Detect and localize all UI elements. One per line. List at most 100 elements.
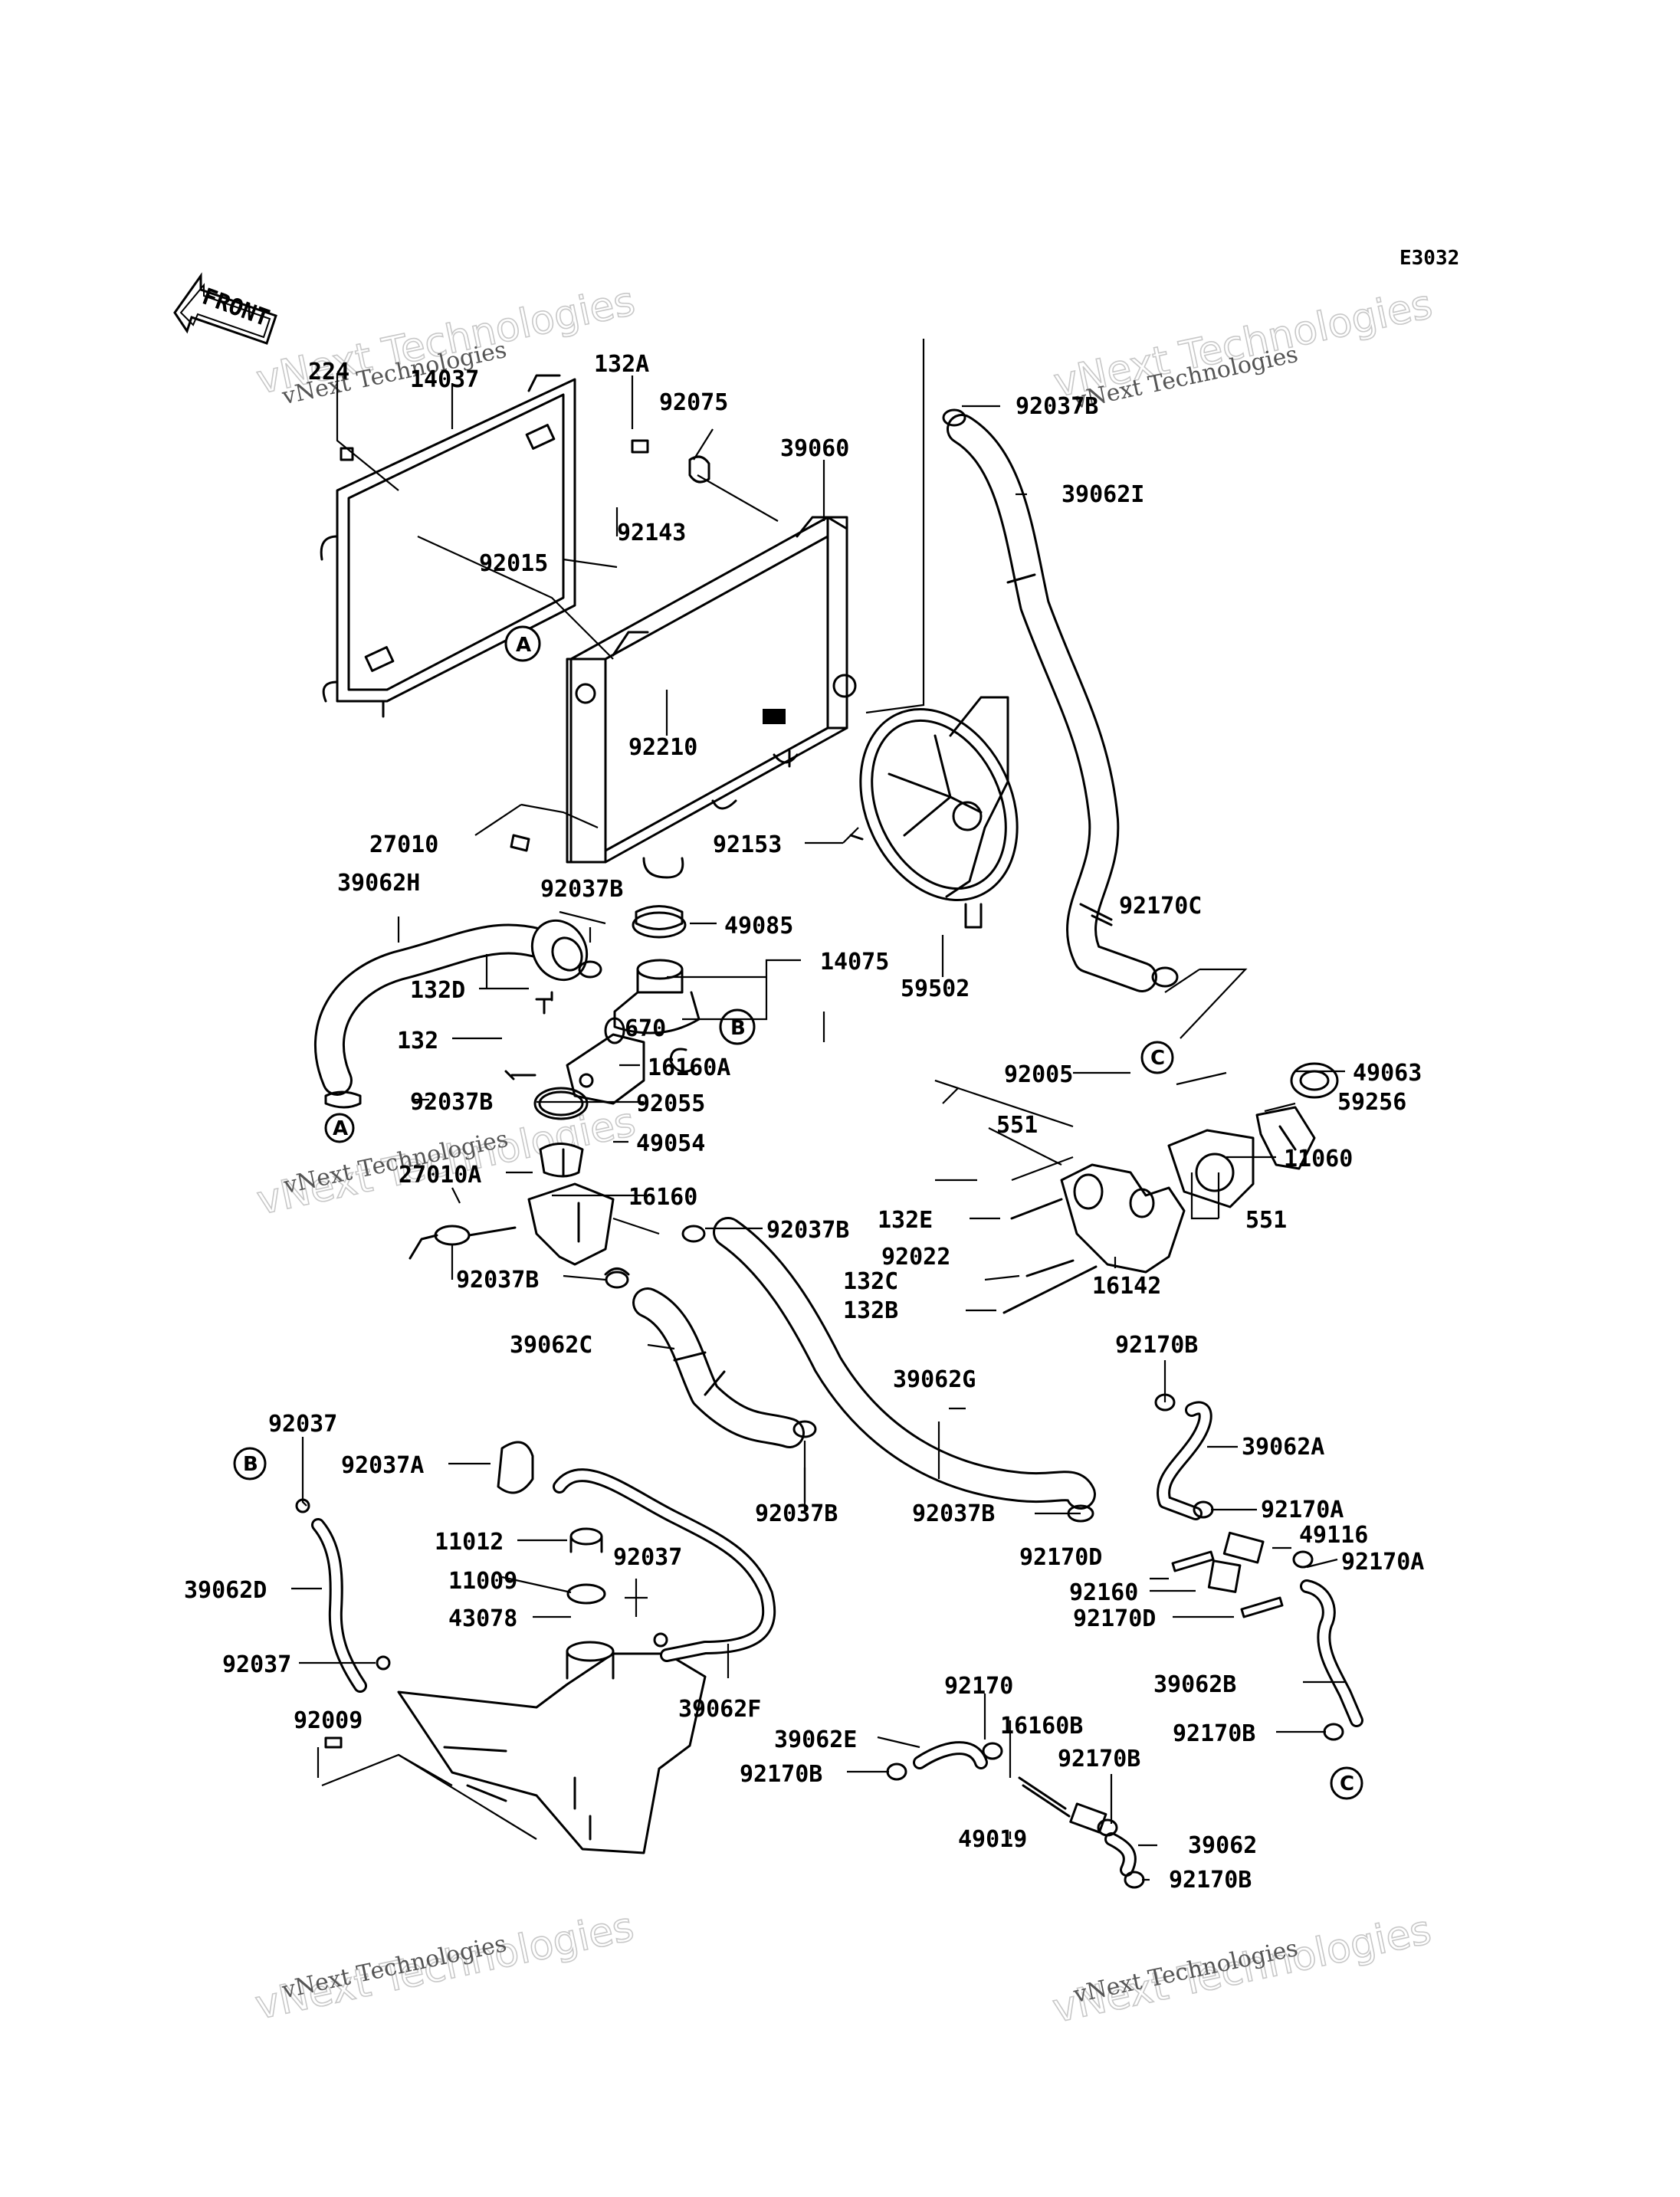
part-label: 132C bbox=[843, 1268, 898, 1295]
part-label: 49054 bbox=[636, 1130, 705, 1157]
part-label: 92037B bbox=[1016, 393, 1098, 420]
cooling-fan bbox=[859, 696, 1019, 929]
part-label: 92075 bbox=[659, 389, 728, 416]
part-label: 92170A bbox=[1341, 1549, 1424, 1576]
part-label: 92170 bbox=[944, 1673, 1013, 1700]
part-label: 59502 bbox=[901, 976, 970, 1002]
part-label: 92170C bbox=[1119, 893, 1202, 920]
hose-39062I bbox=[947, 414, 1157, 992]
clamp-92037A bbox=[497, 1441, 534, 1494]
part-label: 92170D bbox=[1073, 1605, 1156, 1632]
part-label: 92143 bbox=[617, 520, 686, 546]
ref-circle-a-top: A bbox=[504, 625, 541, 662]
part-label: 39062I bbox=[1061, 481, 1144, 508]
part-label: 27010A bbox=[399, 1162, 481, 1189]
part-label: 92037A bbox=[341, 1452, 424, 1479]
hose-39062H bbox=[314, 919, 589, 1096]
part-label: 551 bbox=[996, 1112, 1038, 1139]
part-label: 14075 bbox=[820, 949, 889, 976]
part-label: 92037B bbox=[456, 1267, 539, 1294]
part-label: 132B bbox=[843, 1297, 898, 1324]
part-label: 92005 bbox=[1004, 1061, 1073, 1088]
watermark-bottom-right: vNext Technologies vNext Technologies bbox=[1048, 1907, 1436, 2033]
part-label: 39062G bbox=[893, 1366, 976, 1393]
part-label: 16142 bbox=[1092, 1273, 1161, 1300]
part-label: 16160B bbox=[1000, 1713, 1083, 1740]
part-label: 92037B bbox=[912, 1500, 995, 1527]
radiator-screen bbox=[320, 374, 576, 718]
hose-39062F bbox=[553, 1468, 776, 1662]
filter-49116 bbox=[1171, 1531, 1284, 1618]
part-label: 92170B bbox=[740, 1761, 822, 1788]
part-label: 132D bbox=[410, 977, 465, 1004]
part-label: 39062D bbox=[184, 1577, 267, 1604]
part-label: 92170B bbox=[1169, 1867, 1252, 1894]
part-label: 92037B bbox=[766, 1217, 849, 1244]
svg-text:A: A bbox=[516, 634, 531, 657]
watermark-top-right: vNext Technologies vNext Technologies bbox=[1049, 281, 1437, 415]
part-label: 92153 bbox=[713, 831, 782, 858]
part-label: 224 bbox=[308, 359, 349, 385]
part-label: 92055 bbox=[636, 1090, 705, 1117]
hose-39062E bbox=[913, 1741, 988, 1769]
part-label: 14037 bbox=[410, 366, 479, 393]
part-label: 11009 bbox=[448, 1568, 517, 1595]
part-label: 92037 bbox=[222, 1651, 291, 1678]
svg-text:B: B bbox=[730, 1017, 746, 1040]
part-label: 11060 bbox=[1284, 1146, 1353, 1172]
part-label: 27010 bbox=[369, 831, 438, 858]
watermark-bottom-left: vNext Technologies vNext Technologies bbox=[251, 1904, 638, 2030]
part-label: 39062B bbox=[1153, 1671, 1236, 1698]
part-label: 92037 bbox=[268, 1411, 337, 1438]
hose-39062D bbox=[311, 1518, 367, 1693]
part-label: 49019 bbox=[958, 1826, 1027, 1853]
part-labels: 224 14037 132A 92075 39060 92037B 39062I… bbox=[184, 351, 1424, 1894]
part-label: 39060 bbox=[780, 435, 849, 462]
part-label: 92170A bbox=[1261, 1497, 1344, 1523]
part-label: 16160A bbox=[648, 1054, 730, 1081]
part-label: 132E bbox=[878, 1207, 933, 1234]
part-label: 16160 bbox=[628, 1184, 697, 1211]
part-label: 551 bbox=[1245, 1207, 1287, 1234]
part-label: 92009 bbox=[294, 1707, 363, 1734]
part-label: 39062A bbox=[1242, 1434, 1324, 1461]
part-label: 92037 bbox=[613, 1544, 682, 1571]
part-label: 92022 bbox=[881, 1244, 950, 1271]
svg-text:C: C bbox=[1340, 1772, 1354, 1795]
ref-circle-b-mid: B bbox=[719, 1008, 756, 1045]
svg-text:A: A bbox=[333, 1117, 348, 1140]
part-label: 39062F bbox=[678, 1696, 761, 1723]
part-label: 49116 bbox=[1299, 1522, 1368, 1549]
leader-lines bbox=[291, 339, 1345, 1881]
filter-49019 bbox=[1018, 1776, 1107, 1834]
part-label: 49063 bbox=[1353, 1060, 1422, 1087]
reservoir-tank bbox=[397, 1527, 707, 1854]
part-label: 39062E bbox=[774, 1726, 857, 1753]
ref-circle-b-left: B bbox=[233, 1447, 267, 1481]
part-label: 92015 bbox=[479, 550, 548, 577]
part-label: 92170B bbox=[1115, 1332, 1198, 1359]
part-label: 92170B bbox=[1173, 1720, 1255, 1747]
part-label: 92170B bbox=[1058, 1746, 1140, 1772]
radiator bbox=[566, 516, 857, 879]
diagram-code: E3032 bbox=[1399, 247, 1459, 270]
ref-circle-c-top: C bbox=[1140, 1041, 1174, 1074]
part-label: 39062C bbox=[510, 1332, 592, 1359]
hose-39062G bbox=[713, 1217, 1096, 1510]
part-label: 92210 bbox=[628, 734, 697, 761]
hose-39062B bbox=[1300, 1579, 1363, 1727]
part-label: 92037B bbox=[755, 1500, 838, 1527]
water-pump-16142 bbox=[1002, 1062, 1339, 1314]
front-arrow-icon: FRONT bbox=[173, 272, 277, 345]
part-label: 92037B bbox=[540, 876, 623, 903]
part-label: 670 bbox=[625, 1015, 666, 1042]
part-label: 39062 bbox=[1188, 1832, 1257, 1859]
part-label: 49085 bbox=[724, 913, 793, 939]
part-label: 132 bbox=[397, 1028, 438, 1054]
ref-circle-c-bottom: C bbox=[1330, 1766, 1363, 1800]
part-label: 92160 bbox=[1069, 1579, 1138, 1606]
part-label: 11012 bbox=[435, 1529, 504, 1556]
hose-39062A bbox=[1157, 1401, 1212, 1520]
part-label: 92037B bbox=[410, 1089, 493, 1116]
